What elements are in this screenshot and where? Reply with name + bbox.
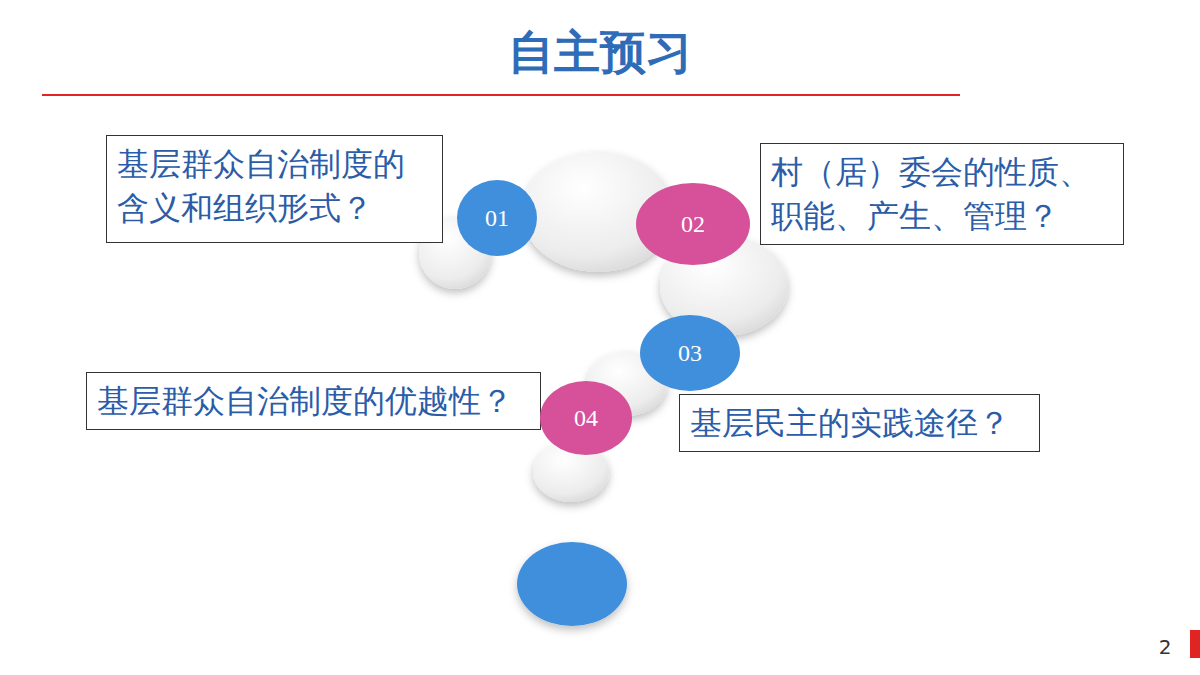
dot-bubble xyxy=(517,542,627,626)
number-bubble: 03 xyxy=(639,314,741,392)
number-bubble: 04 xyxy=(539,380,633,456)
question-box: 基层群众自治制度的优越性？ xyxy=(86,372,541,430)
bubble-fill xyxy=(636,183,750,265)
title-rule xyxy=(42,94,960,96)
question-box: 村（居）委会的性质、职能、产生、管理？ xyxy=(760,143,1124,245)
callout-number: 02 xyxy=(635,182,751,266)
corner-mark xyxy=(1190,630,1200,658)
question-box: 基层群众自治制度的含义和组织形式？ xyxy=(106,135,443,243)
bubble-fill xyxy=(457,180,537,256)
page-number: 2 xyxy=(1150,634,1180,660)
bubble-fill xyxy=(540,381,632,455)
number-bubble: 02 xyxy=(635,182,751,266)
callout-number: 03 xyxy=(639,314,741,392)
callout-number: 01 xyxy=(456,179,538,257)
number-bubble: 01 xyxy=(456,179,538,257)
question-text: 村（居）委会的性质、职能、产生、管理？ xyxy=(771,150,1113,238)
bubble-fill xyxy=(640,315,740,391)
callout-number: 04 xyxy=(539,380,633,456)
slide-title: 自主预习 xyxy=(300,22,900,82)
question-box: 基层民主的实践途径？ xyxy=(679,394,1040,452)
question-text: 基层群众自治制度的优越性？ xyxy=(97,379,530,423)
question-text: 基层群众自治制度的含义和组织形式？ xyxy=(117,142,432,230)
question-text: 基层民主的实践途径？ xyxy=(690,401,1029,445)
